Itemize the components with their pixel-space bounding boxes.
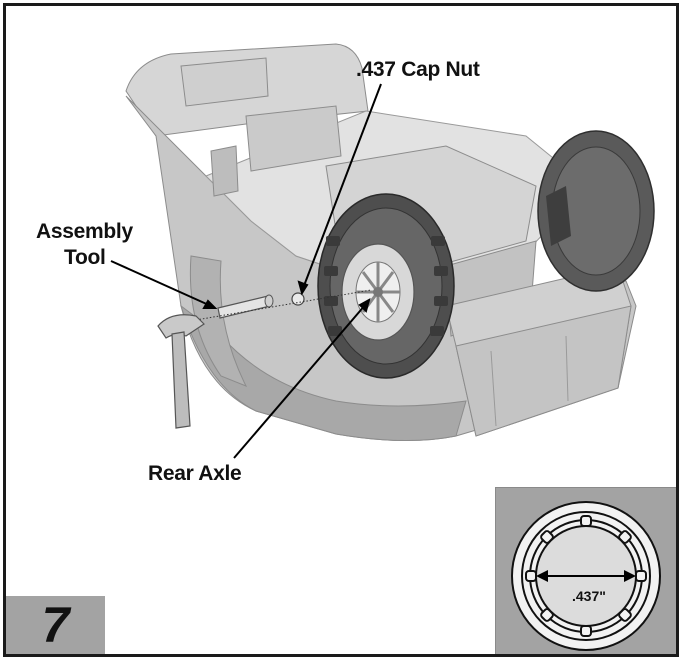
callout-leaders <box>110 83 382 459</box>
assembly-tool-label-line2: Tool <box>64 246 106 269</box>
assembly-tool <box>217 294 274 319</box>
hammer <box>157 314 205 429</box>
cap-nut-part <box>291 292 305 306</box>
cap-nut-size-inset: .437" <box>495 487 676 654</box>
cap-nut-top-view <box>511 501 661 651</box>
far-wheel <box>537 130 655 292</box>
rear-axle-label: Rear Axle <box>148 462 242 485</box>
alignment-line <box>195 289 372 321</box>
cap-nut-label: .437 Cap Nut <box>356 58 480 81</box>
step-number-box: 7 <box>6 596 105 654</box>
step-number: 7 <box>41 597 70 653</box>
cap-nut-size-label: .437" <box>572 588 606 604</box>
vehicle-illustration <box>110 43 655 459</box>
instruction-panel: .437 Cap Nut Assembly Tool Rear Axle 7 <box>3 3 679 657</box>
assembly-tool-label-line1: Assembly <box>36 220 133 243</box>
near-wheel <box>317 193 455 379</box>
